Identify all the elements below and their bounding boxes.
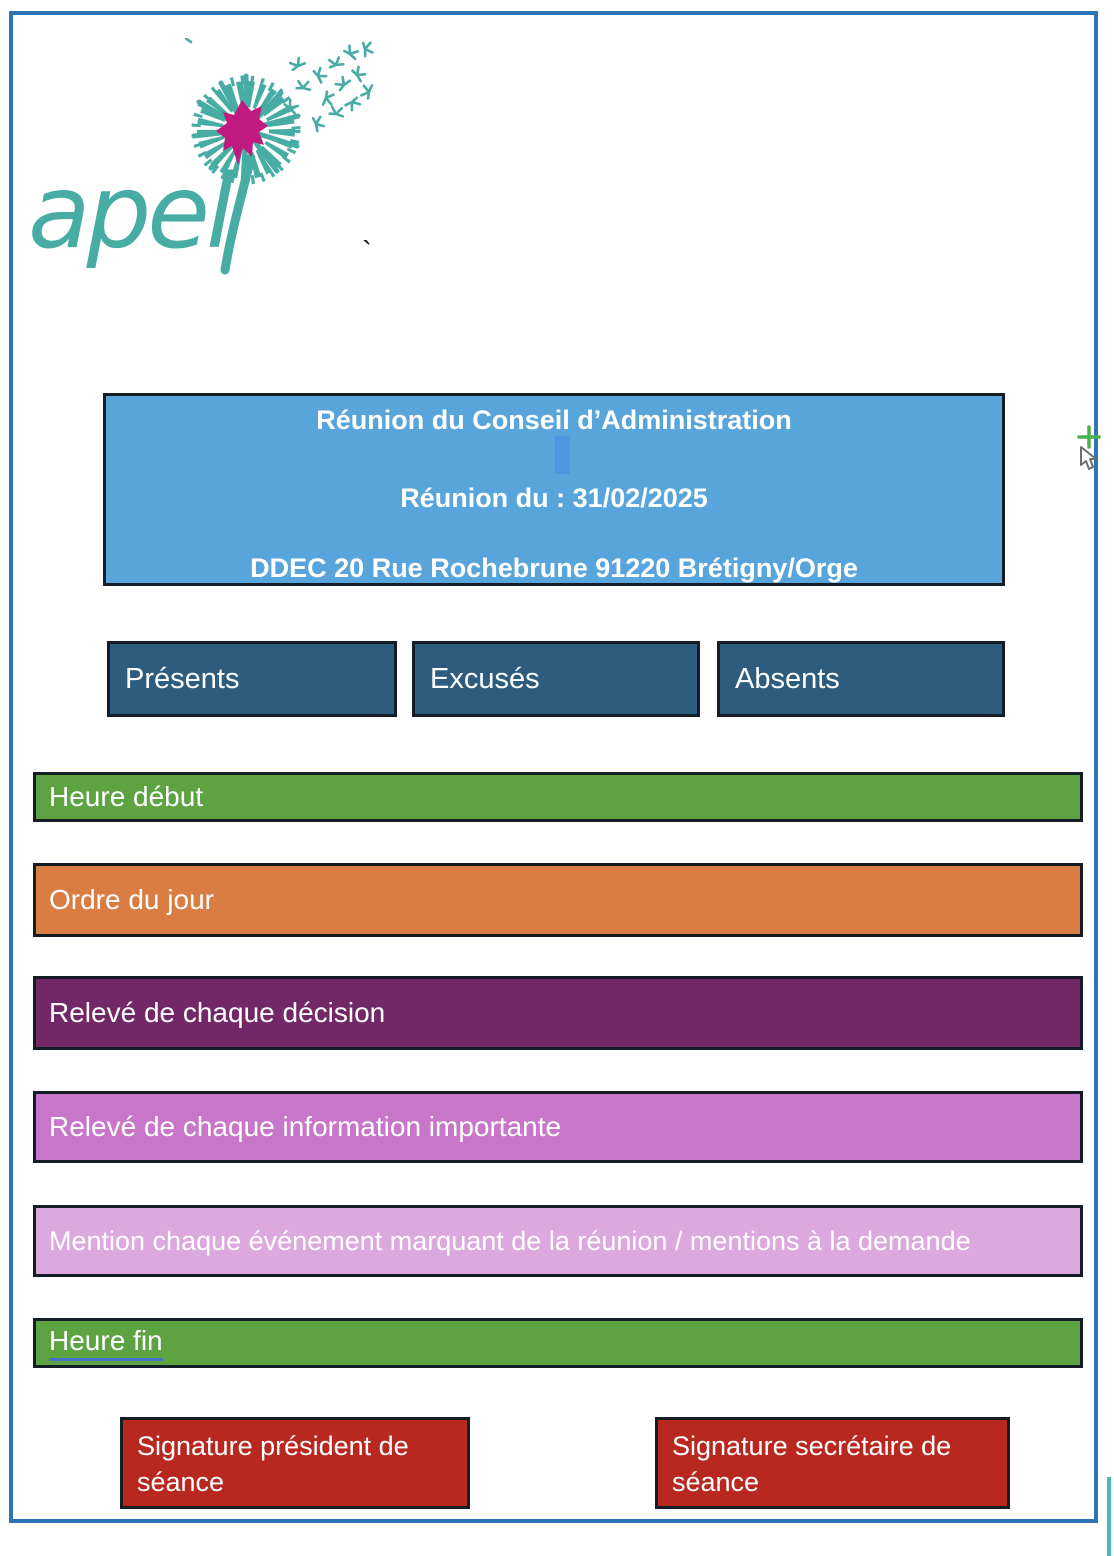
section-bar-ordre-du-jour[interactable]: Ordre du jour — [33, 863, 1083, 937]
meeting-header-cell[interactable]: Réunion du Conseil d’Administration Réun… — [103, 393, 1005, 586]
attendance-cell-absents[interactable]: Absents — [717, 641, 1005, 717]
meeting-date: Réunion du : 31/02/2025 — [400, 483, 708, 513]
section-label: Ordre du jour — [49, 884, 214, 915]
section-label: Heure fin — [49, 1325, 163, 1361]
signature-label: Signature président de séance — [137, 1431, 409, 1498]
signature-president-cell[interactable]: Signature président de séance — [120, 1417, 470, 1509]
signature-secretaire-cell[interactable]: Signature secrétaire de séance — [655, 1417, 1010, 1509]
stray-backtick-mark: ` — [362, 236, 372, 269]
attendance-label: Présents — [125, 662, 240, 695]
meeting-title: Réunion du Conseil d’Administration — [316, 405, 792, 435]
meeting-location: DDEC 20 Rue Rochebrune 91220 Brétigny/Or… — [250, 553, 858, 583]
section-label: Mention chaque événement marquant de la … — [49, 1225, 971, 1256]
section-label: Relevé de chaque information importante — [49, 1111, 562, 1142]
apel-wordmark: apel — [28, 153, 234, 272]
text-cursor-highlight — [555, 436, 570, 474]
attendance-label: Excusés — [430, 662, 540, 695]
attendance-cell-excuses[interactable]: Excusés — [412, 641, 700, 717]
attendance-label: Absents — [735, 662, 840, 695]
section-bar-heure-debut[interactable]: Heure début — [33, 772, 1083, 822]
section-label: Relevé de chaque décision — [49, 997, 386, 1028]
insert-pointer-icon[interactable] — [1072, 422, 1104, 478]
dandelion-logo-icon — [185, 38, 377, 275]
section-bar-heure-fin[interactable]: Heure fin — [33, 1318, 1083, 1368]
section-bar-mention-evenement[interactable]: Mention chaque événement marquant de la … — [33, 1205, 1083, 1277]
section-label: Heure début — [49, 781, 204, 812]
section-bar-releve-information[interactable]: Relevé de chaque information importante — [33, 1091, 1083, 1163]
attendance-cell-presents[interactable]: Présents — [107, 641, 397, 717]
dandelion-seeds — [185, 38, 377, 134]
next-page-edge — [1107, 1477, 1111, 1556]
dandelion-heart — [216, 100, 268, 165]
section-bar-releve-decision[interactable]: Relevé de chaque décision — [33, 976, 1083, 1050]
signature-label: Signature secrétaire de séance — [672, 1431, 952, 1498]
